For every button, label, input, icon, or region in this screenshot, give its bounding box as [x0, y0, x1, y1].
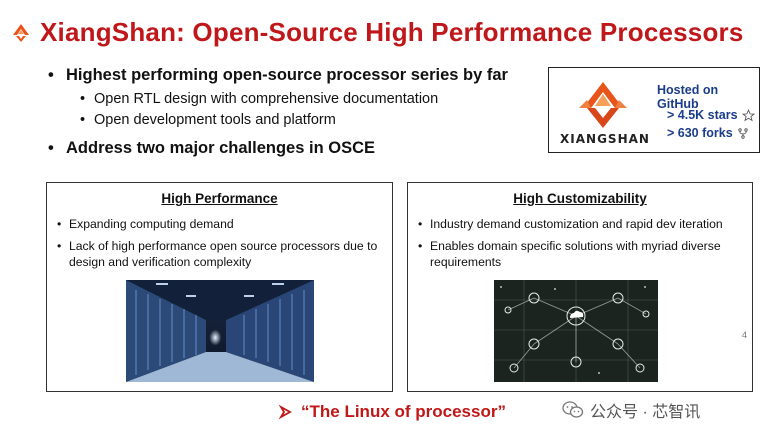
network-diagram-image [494, 280, 658, 382]
bullet-text: Highest performing open-source processor… [66, 66, 508, 84]
github-info-box: XIANGSHAN Hosted on GitHub > 4.5K stars … [548, 67, 760, 153]
list-item-text: Enables domain specific solutions with m… [430, 239, 721, 269]
arrow-bullet-icon [279, 405, 292, 419]
bullet-item: •Highest performing open-source processo… [48, 66, 508, 84]
bullet-text: Address two major challenges in OSCE [66, 139, 375, 157]
sub-bullet-item: •Open RTL design with comprehensive docu… [80, 91, 439, 107]
list-item: •Expanding computing demand [57, 217, 234, 231]
wechat-icon [562, 401, 584, 418]
stars-text: > 4.5K stars [667, 108, 738, 122]
xiangshan-logo-icon [13, 24, 29, 42]
watermark-text: 公众号 · 芯智讯 [590, 404, 701, 421]
list-item: •Lack of high performance open source pr… [57, 238, 382, 270]
xiangshan-wordmark: XIANGSHAN [560, 132, 650, 146]
title-row: XiangShan: Open-Source High Performance … [10, 14, 744, 50]
wechat-watermark: 公众号 · 芯智讯 [562, 398, 700, 422]
page-number: 4 [741, 330, 747, 340]
github-stars: > 4.5K stars [667, 108, 755, 122]
bullet-item: •Address two major challenges in OSCE [48, 139, 375, 157]
slide-title: XiangShan: Open-Source High Performance … [40, 16, 744, 47]
bottom-quote: “The Linux of processor” [279, 402, 506, 422]
list-item: •Enables domain specific solutions with … [418, 238, 742, 270]
xiangshan-mountain-logo-icon [579, 82, 627, 128]
sub-bullet-text: Open RTL design with comprehensive docum… [94, 91, 439, 107]
panel-title: High Customizability [513, 191, 647, 206]
forks-text: > 630 forks [667, 126, 733, 140]
high-customizability-panel: High Customizability •Industry demand cu… [407, 182, 753, 392]
sub-bullet-text: Open development tools and platform [94, 112, 336, 128]
panel-list: •Expanding computing demand •Lack of hig… [57, 216, 382, 276]
panel-title: High Performance [161, 191, 278, 206]
server-room-image [126, 280, 314, 382]
list-item-text: Lack of high performance open source pro… [69, 239, 378, 269]
bullet-list: •Highest performing open-source processo… [48, 66, 548, 164]
fork-icon [737, 127, 748, 139]
list-item-text: Expanding computing demand [69, 217, 234, 231]
star-icon [741, 108, 755, 121]
quote-text: “The Linux of processor” [301, 402, 506, 421]
list-item: •Industry demand customization and rapid… [418, 217, 723, 231]
sub-bullet-item: •Open development tools and platform [80, 112, 336, 128]
panel-list: •Industry demand customization and rapid… [418, 216, 742, 276]
github-forks: > 630 forks [667, 126, 749, 140]
list-item-text: Industry demand customization and rapid … [430, 217, 723, 231]
hosted-on-github-label: Hosted on GitHub [657, 83, 719, 111]
high-performance-panel: High Performance •Expanding computing de… [46, 182, 393, 392]
